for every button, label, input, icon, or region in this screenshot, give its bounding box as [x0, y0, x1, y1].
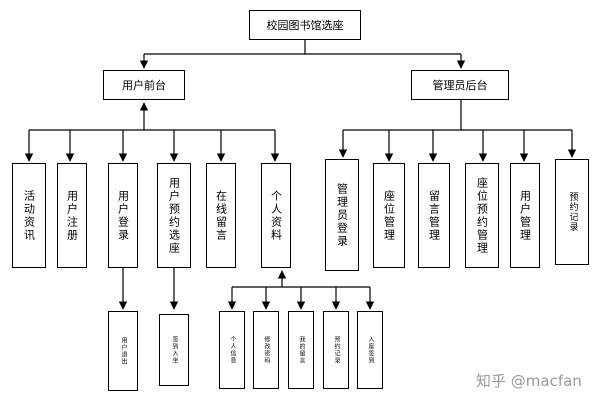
user-front-node: 用户前台 [103, 70, 185, 100]
admin-module-label: 留言管理 [427, 189, 441, 242]
profile-sub-node: 入座签到 [357, 311, 383, 389]
user-module-label: 用户登录 [116, 189, 130, 242]
user-module-label: 用户预约选座 [167, 176, 181, 255]
logout-node: 用户退出 [108, 311, 138, 391]
user-module-label: 活动资讯 [22, 189, 36, 242]
user-module-label: 个人资料 [269, 189, 283, 242]
user-module-node: 用户登录 [108, 163, 138, 268]
logout-label: 用户退出 [120, 337, 127, 365]
checkin-seat-label: 签到入坐 [171, 336, 178, 364]
admin-back-node: 管理员后台 [411, 70, 509, 100]
profile-sub-node: 我的留言 [288, 311, 314, 389]
root-node: 校园图书馆选座 [249, 10, 361, 40]
user-module-label: 在线留言 [214, 189, 228, 242]
user-module-node: 在线留言 [206, 163, 236, 268]
user-module-node: 用户预约选座 [157, 163, 191, 268]
profile-sub-node: 修改密码 [253, 311, 279, 389]
user-module-node: 活动资讯 [12, 163, 46, 268]
admin-module-node: 留言管理 [418, 163, 450, 268]
profile-sub-label: 我的留言 [298, 336, 305, 364]
admin-module-label: 座位管理 [382, 189, 396, 242]
admin-module-node: 座位预约管理 [465, 163, 499, 268]
admin-module-node: 预约记录 [555, 159, 589, 265]
profile-sub-label: 入座签到 [367, 336, 374, 364]
admin-module-label: 预约记录 [567, 192, 578, 232]
zhihu-watermark: 知乎 @macfan [476, 372, 582, 390]
profile-sub-label: 预约记录 [333, 336, 340, 364]
user-module-label: 用户注册 [65, 189, 79, 242]
admin-module-node: 座位管理 [373, 163, 405, 268]
admin-module-label: 用户管理 [518, 189, 532, 242]
user-module-node: 用户注册 [57, 163, 87, 268]
profile-sub-label: 个人信息 [229, 336, 236, 364]
admin-module-node: 用户管理 [510, 163, 540, 268]
checkin-seat-node: 签到入坐 [159, 314, 189, 386]
profile-sub-label: 修改密码 [263, 336, 270, 364]
profile-sub-node: 个人信息 [219, 311, 245, 389]
admin-module-node: 管理员登录 [325, 159, 359, 271]
admin-module-label: 管理员登录 [335, 182, 349, 248]
profile-sub-node: 预约记录 [323, 311, 349, 389]
admin-module-label: 座位预约管理 [475, 176, 489, 255]
user-module-node: 个人资料 [261, 163, 291, 268]
